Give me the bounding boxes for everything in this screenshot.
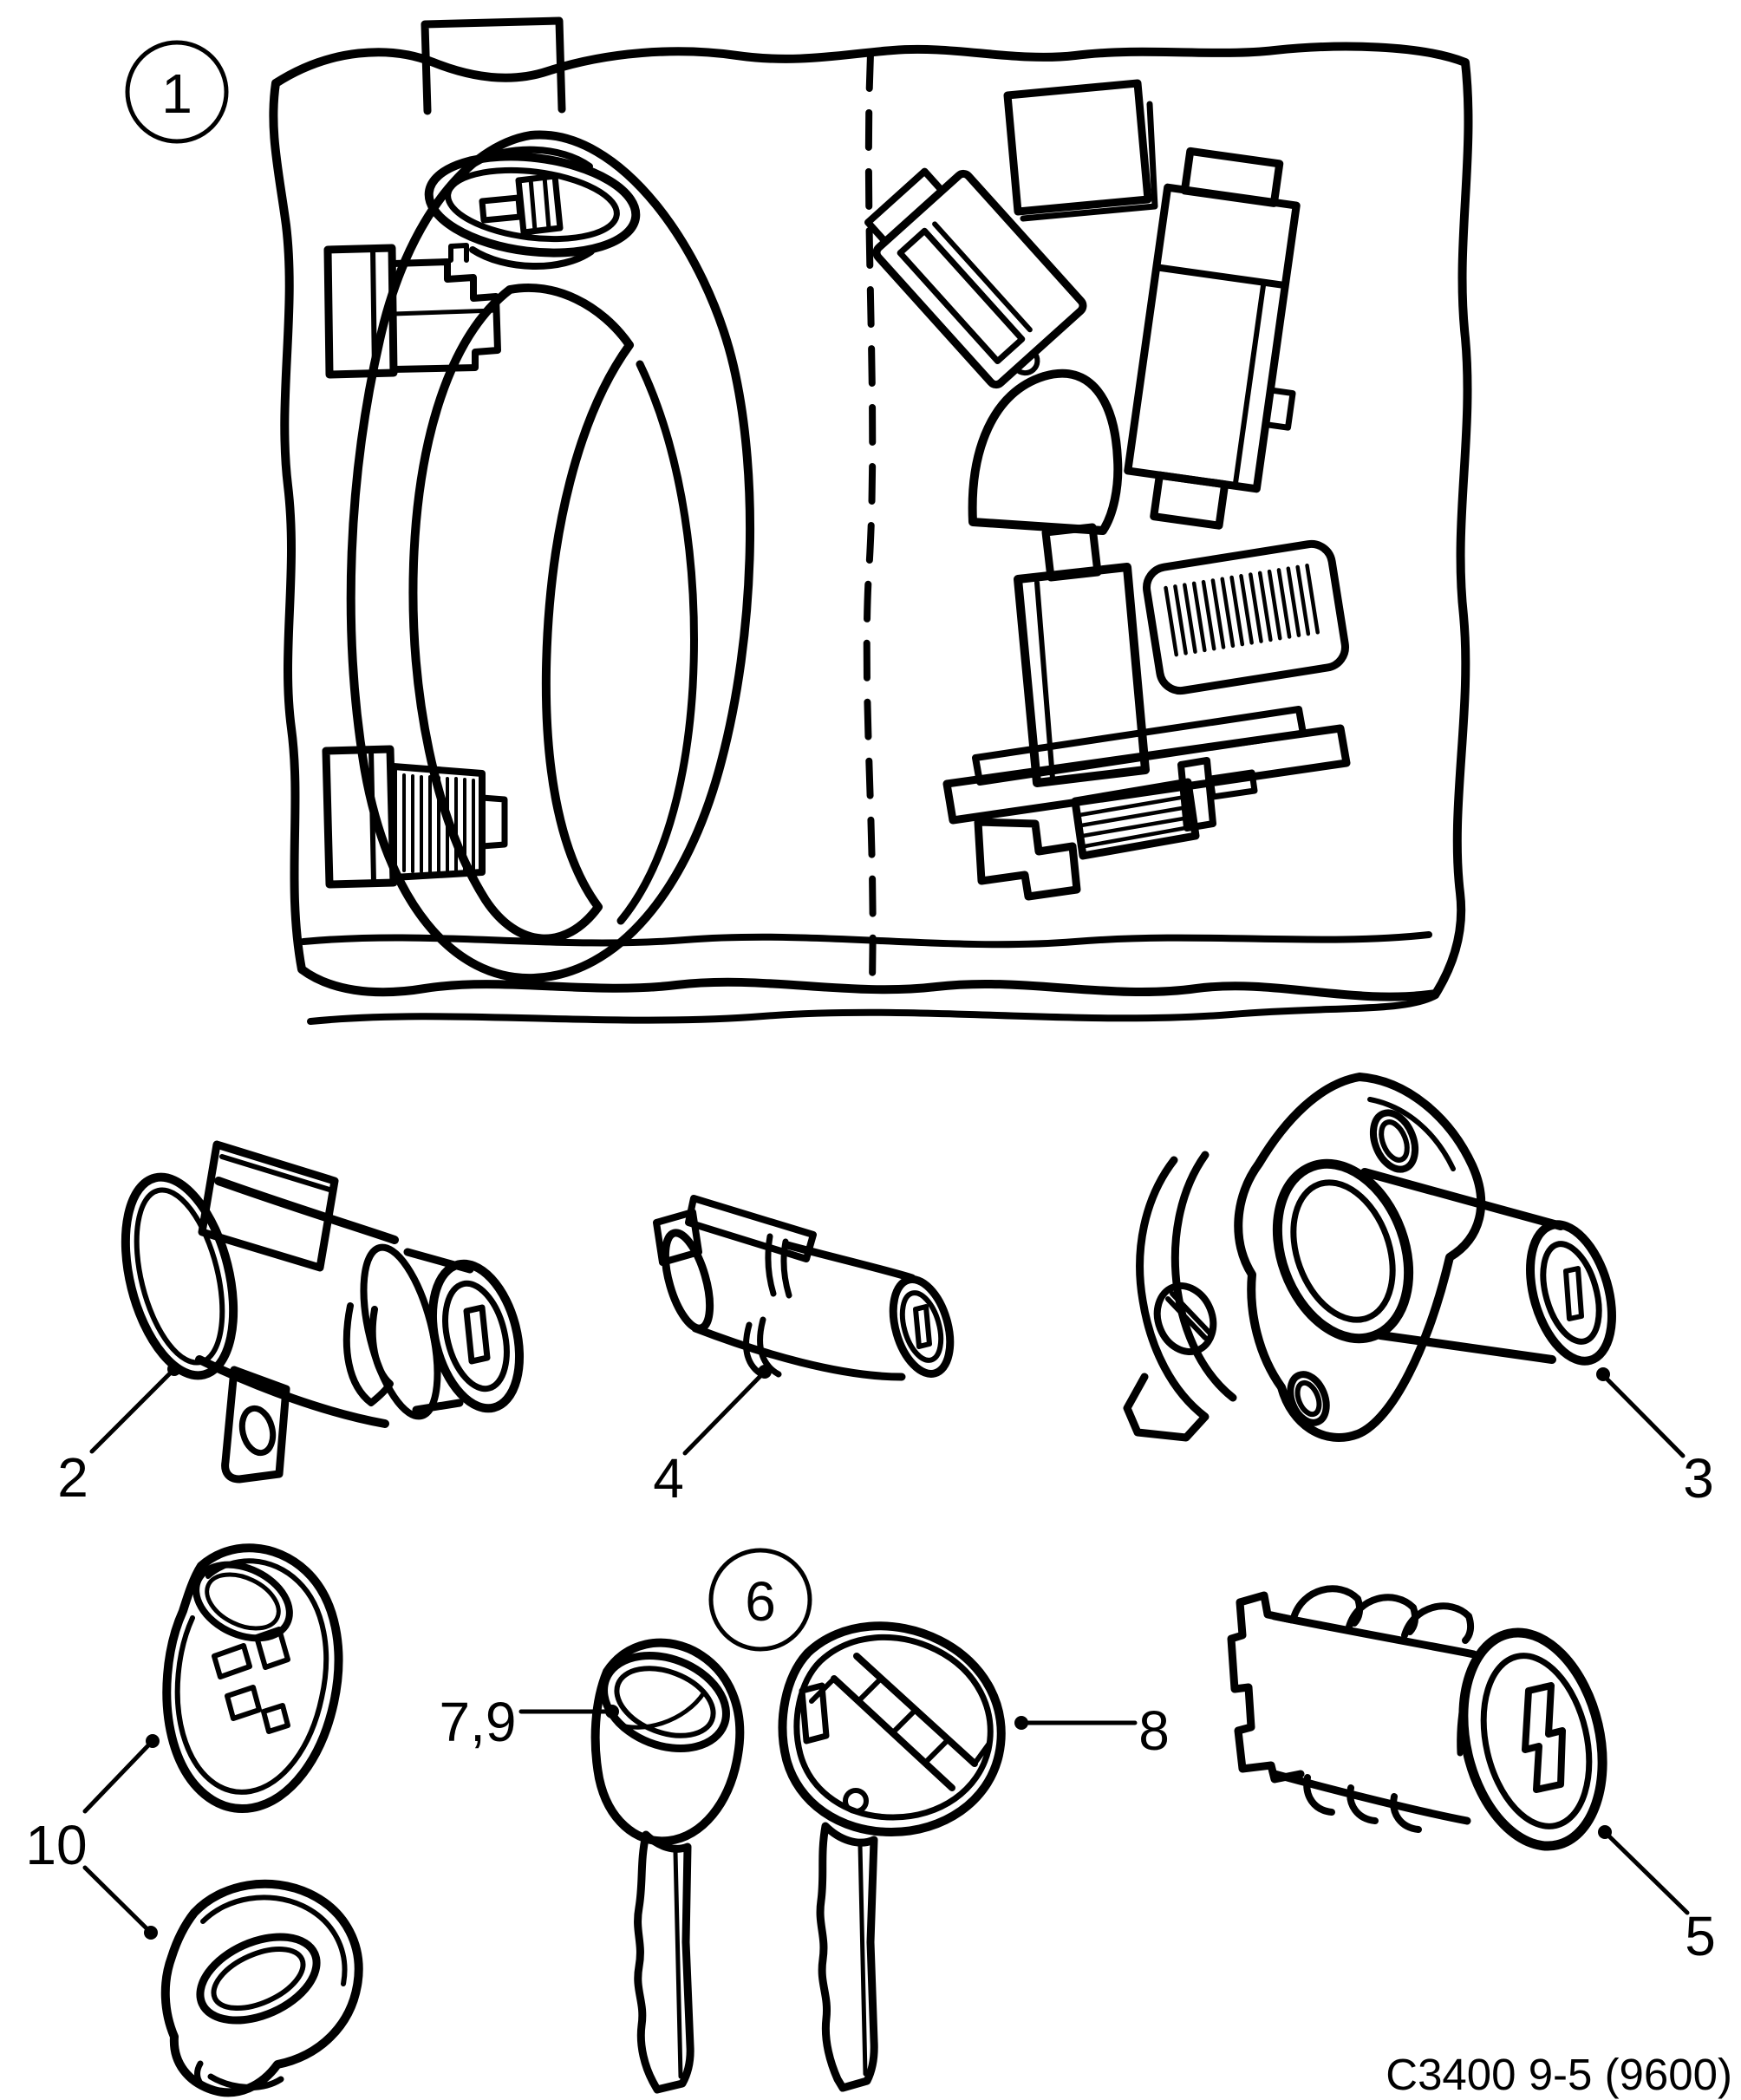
callout-3-dot — [1596, 1367, 1610, 1381]
callout-3-leader — [1602, 1374, 1686, 1458]
ignition-switch-drawing — [864, 167, 1087, 389]
callout-2-leader — [89, 1368, 175, 1454]
trunk-lock-keyhole — [1563, 1266, 1584, 1321]
handle-grip-cutout — [408, 283, 634, 943]
small-lock-keyhole — [913, 1304, 932, 1349]
ignition-lock-bracket — [974, 818, 1081, 901]
callout-5-leader — [1605, 1832, 1690, 1915]
callout-10-dot-down — [144, 1926, 158, 1940]
sheet-fold-line-2 — [307, 992, 1439, 1025]
callout-8-dot — [1014, 1716, 1028, 1730]
callout-7-9-dot — [605, 1705, 619, 1718]
key-frame-blade — [816, 1822, 878, 2092]
callout-4-label: 4 — [653, 1447, 684, 1510]
sheet-fold-line-1 — [300, 931, 1432, 949]
callout-2-label: 2 — [57, 1446, 88, 1509]
lock-barrel-drawing — [1227, 1585, 1607, 1851]
callout-10-leader-down — [82, 1865, 150, 1932]
key-cover-cap-drawing — [160, 1879, 363, 2097]
sheet-outline — [269, 42, 1473, 1001]
key-blank-blade — [634, 1830, 694, 2094]
grille-card-drawing — [1143, 539, 1349, 695]
sheet-tab-right — [1003, 79, 1152, 216]
callouts: 1 6 2 4 3 7,9 8 10 5 — [25, 40, 1716, 1967]
callout-5-dot — [1598, 1825, 1612, 1839]
ignition-lock-mounting-bar — [942, 724, 1351, 825]
bezel-key-slot — [515, 173, 564, 236]
callout-10-label: 10 — [25, 1814, 87, 1876]
door-switch-connector-upper — [323, 243, 501, 379]
callout-5-label: 5 — [1685, 1905, 1716, 1967]
callout-10-leader-up — [82, 1742, 152, 1814]
door-lock-cylinder-drawing — [121, 1140, 525, 1484]
ignition-lock-bell — [968, 368, 1123, 535]
callout-6-circle — [708, 1548, 812, 1652]
sheet-tab-right-shadow — [1020, 101, 1158, 222]
door-lock-keyhole — [463, 1304, 491, 1365]
trunk-lock-screw — [1153, 1282, 1217, 1355]
callout-2-dot — [167, 1362, 181, 1376]
callout-6-label: 6 — [745, 1570, 776, 1633]
lock-motor-drawing — [1124, 147, 1301, 530]
kit-sheet-drawing — [269, 16, 1473, 1025]
callout-3-label: 3 — [1683, 1447, 1714, 1510]
key-cover-shell-drawing — [162, 1543, 343, 1813]
small-lock-cylinder-drawing — [653, 1195, 955, 1381]
trunk-lock-drawing — [1123, 1073, 1616, 1442]
drawing-code: C3400 9-5 (9600) — [1386, 2050, 1732, 2099]
callout-7-9-label: 7,9 — [440, 1691, 517, 1753]
callout-4-leader — [682, 1371, 766, 1456]
callout-4-dot — [758, 1365, 772, 1379]
trunk-lock-flange — [1234, 1073, 1486, 1442]
callout-8-label: 8 — [1138, 1699, 1170, 1762]
callout-10-dot-up — [146, 1734, 160, 1748]
handle-lock-bezel — [424, 152, 641, 258]
callout-1-label: 1 — [161, 62, 192, 125]
barrel-keyhole — [1522, 1682, 1566, 1793]
callout-1-circle — [125, 40, 229, 144]
key-frame-drawing — [778, 1621, 1006, 2092]
door-switch-connector-lower — [322, 745, 508, 889]
sheet-divider-dashed-line — [863, 50, 877, 983]
ignition-lock-assembly-drawing — [942, 368, 1351, 901]
key-blank-drawing — [590, 1638, 745, 2094]
